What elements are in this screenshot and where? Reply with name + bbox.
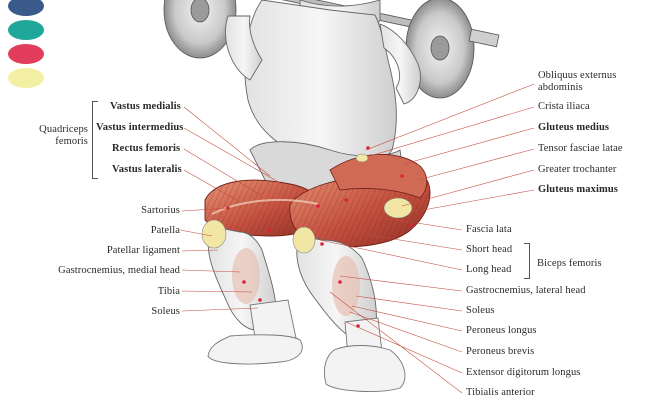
legend-swatch-red bbox=[8, 44, 44, 64]
label-long-head: Long head bbox=[466, 264, 512, 275]
biceps-bracket bbox=[524, 243, 530, 279]
quadriceps-label-line1: Quadriceps bbox=[39, 124, 88, 135]
label-vastus-lateralis: Vastus lateralis bbox=[112, 164, 182, 175]
label-fascia-lata: Fascia lata bbox=[466, 224, 512, 235]
label-vastus-intermedius: Vastus intermedius bbox=[96, 122, 184, 133]
leader-lines bbox=[179, 83, 535, 394]
label-obliquus-line1: Obliquus externus bbox=[538, 70, 617, 81]
label-short-head: Short head bbox=[466, 244, 513, 255]
label-tibialis-anterior: Tibialis anterior bbox=[466, 387, 535, 398]
label-gastrocnemius-lateral: Gastrocnemius, lateral head bbox=[466, 285, 586, 296]
label-gastrocnemius-medial: Gastrocnemius, medial head bbox=[58, 265, 180, 276]
label-greater-trochanter: Greater trochanter bbox=[538, 164, 617, 175]
upper-body bbox=[225, 0, 421, 195]
label-rectus-femoris: Rectus femoris bbox=[112, 143, 181, 154]
legend-swatch-navy bbox=[8, 0, 44, 16]
calf-muscle-tint bbox=[232, 248, 360, 316]
label-patellar-ligament: Patellar ligament bbox=[106, 245, 180, 256]
legend-swatch-teal bbox=[8, 20, 44, 40]
quadriceps-label: Quadriceps femoris bbox=[22, 124, 88, 148]
label-gluteus-maximus: Gluteus maximus bbox=[538, 184, 618, 195]
quadriceps-label-line2: femoris bbox=[55, 136, 88, 147]
feet bbox=[207, 299, 406, 392]
label-peroneus-brevis: Peroneus brevis bbox=[466, 346, 535, 357]
label-biceps-femoris: Biceps femoris bbox=[537, 258, 602, 269]
label-gluteus-medius: Gluteus medius bbox=[538, 122, 610, 133]
label-peroneus-longus: Peroneus longus bbox=[466, 325, 537, 336]
label-obliquus-line2: abdominis bbox=[538, 82, 583, 93]
label-vastus-medialis: Vastus medialis bbox=[110, 101, 181, 112]
label-sartorius: Sartorius bbox=[141, 205, 180, 216]
label-crista-iliaca: Crista iliaca bbox=[538, 101, 590, 112]
thighs bbox=[204, 153, 431, 248]
label-tibia: Tibia bbox=[157, 286, 180, 297]
label-tensor-fasciae-latae: Tensor fasciae latae bbox=[538, 143, 623, 154]
label-soleus-right: Soleus bbox=[466, 305, 495, 316]
label-obliquus: Obliquus externus abdominis bbox=[538, 70, 616, 94]
label-extensor-digitorum: Extensor digitorum longus bbox=[466, 367, 581, 378]
label-soleus-left: Soleus bbox=[151, 306, 180, 317]
legend-swatch-yellow bbox=[8, 68, 44, 88]
knee-highlights bbox=[201, 219, 316, 254]
quadriceps-bracket bbox=[92, 101, 98, 179]
label-patella: Patella bbox=[150, 225, 180, 236]
